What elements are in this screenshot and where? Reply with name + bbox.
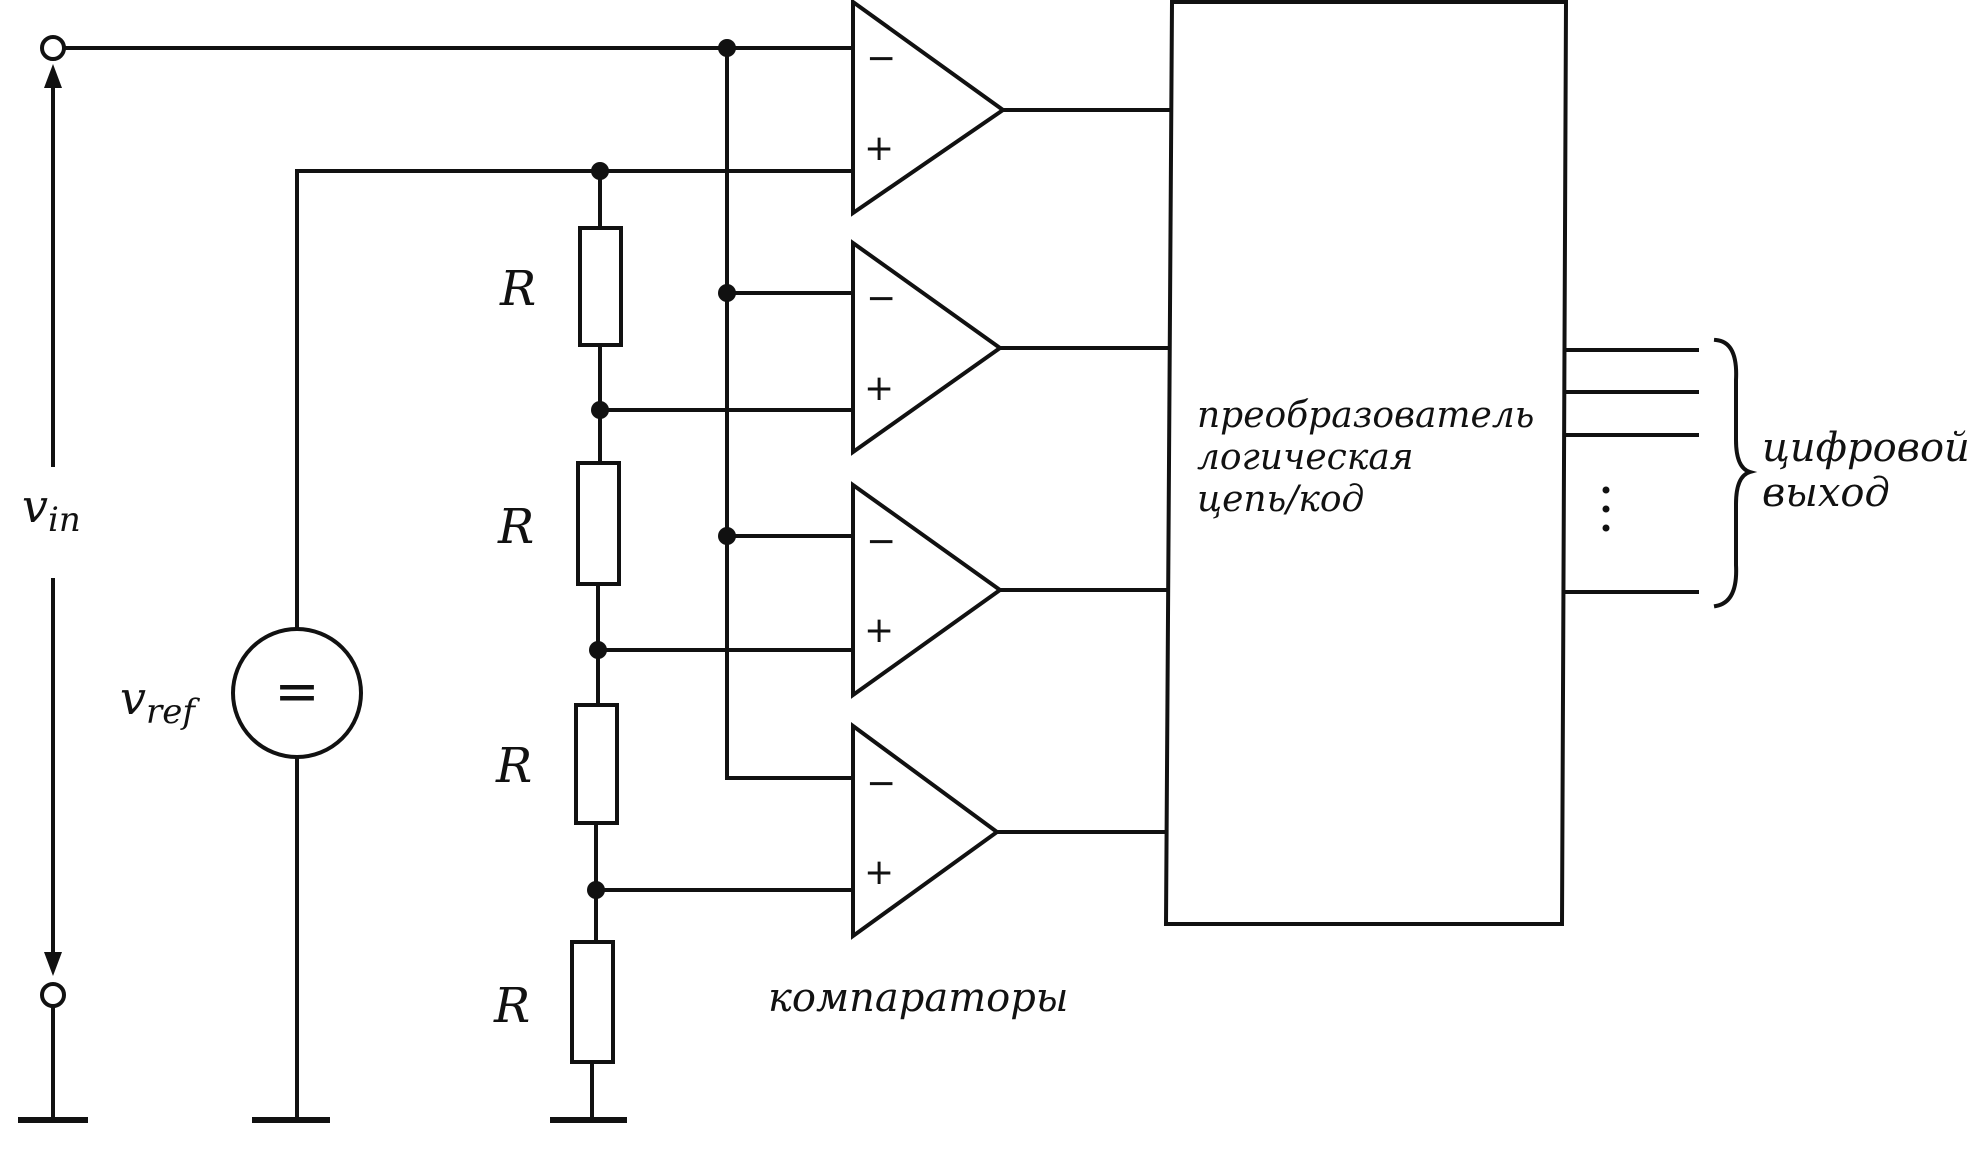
- vin-junction-dot: [718, 527, 736, 545]
- digital-output-lines: [1562, 348, 1699, 594]
- vin-voltage-arrow: [44, 64, 62, 976]
- output-ellipsis: [1602, 486, 1610, 532]
- vin-bus: [62, 46, 855, 780]
- resistor-label: R: [495, 738, 532, 794]
- comparator-minus-sign: −: [866, 763, 896, 804]
- comparators-caption: компараторы: [768, 975, 1068, 1021]
- comparator: − +: [851, 239, 1004, 456]
- digital-output-label: выход: [1762, 470, 1890, 516]
- ladder-junction-dot: [591, 401, 609, 419]
- resistor-label: R: [499, 261, 536, 317]
- comparator-plus-sign: +: [864, 368, 894, 409]
- vref-source-symbol: =: [274, 660, 319, 723]
- output-brace: [1713, 337, 1758, 609]
- vin-junction-dot: [718, 39, 736, 57]
- comparator-minus-sign: −: [866, 521, 896, 562]
- comparator-plus-sign: +: [864, 128, 894, 169]
- vref-label: vref: [120, 671, 200, 732]
- vin-top-terminal: [40, 35, 66, 61]
- digital-output-label: цифровой: [1762, 425, 1970, 471]
- logic-block-label: цепь/код: [1197, 479, 1364, 520]
- vref-wiring: [295, 169, 855, 1120]
- vin-junction-dot: [718, 284, 736, 302]
- vin-label: vin: [22, 479, 81, 540]
- comparator: − +: [851, 481, 1004, 699]
- comparator: − +: [851, 722, 1001, 940]
- logic-encoder-block: [1163, 0, 1569, 926]
- resistor-label: R: [493, 978, 530, 1034]
- ladder-junction-dot: [587, 881, 605, 899]
- logic-block-label: логическая: [1197, 437, 1414, 478]
- comparator: − +: [851, 0, 1007, 217]
- resistor: [570, 940, 615, 1064]
- vref-source: [231, 627, 363, 759]
- comparator-plus-sign: +: [864, 852, 894, 893]
- resistor: [578, 226, 623, 347]
- resistor: [576, 461, 621, 586]
- comparator-minus-sign: −: [866, 38, 896, 79]
- comparator-output-wires: [995, 108, 1172, 834]
- comparator-minus-sign: −: [866, 278, 896, 319]
- vin-bottom-terminal: [40, 982, 66, 1008]
- resistor-label: R: [497, 499, 534, 555]
- comparator-plus-sign: +: [864, 610, 894, 651]
- logic-block-label: преобразователь: [1197, 395, 1534, 436]
- resistor: [574, 703, 619, 825]
- ladder-junction-dot: [591, 162, 609, 180]
- ladder-junction-dot: [589, 641, 607, 659]
